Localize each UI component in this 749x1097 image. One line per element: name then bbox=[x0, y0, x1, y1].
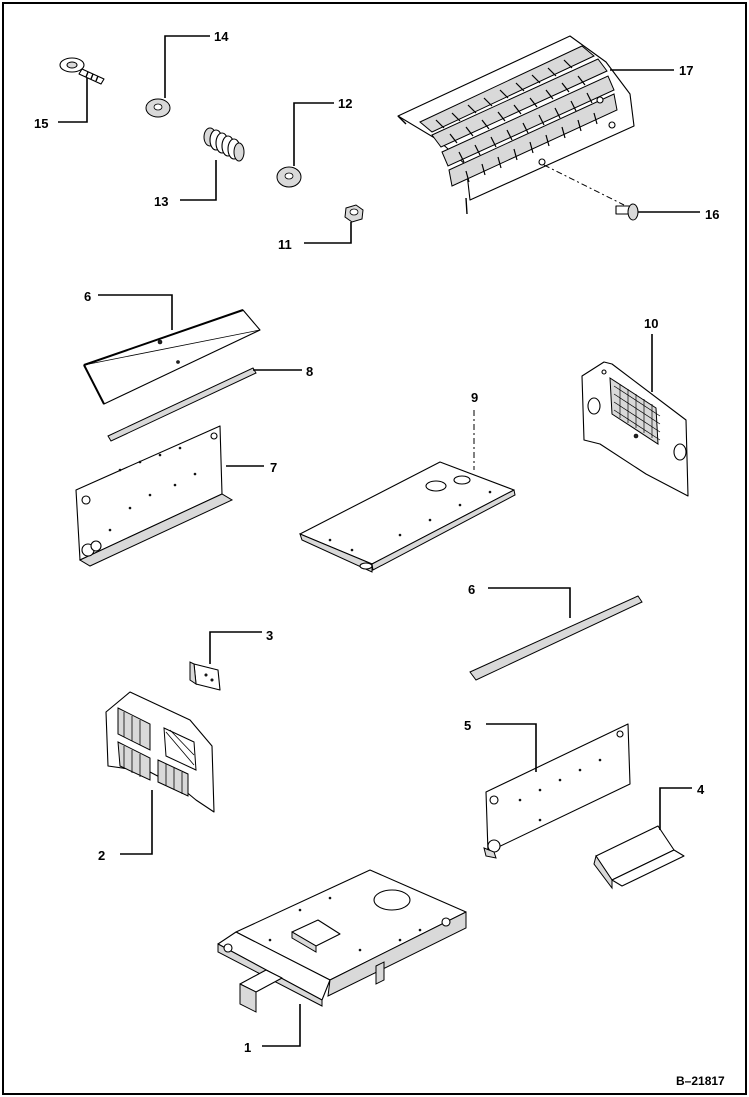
document-number: B–21817 bbox=[676, 1074, 725, 1088]
leader-14 bbox=[164, 35, 210, 98]
callout-2: 2 bbox=[98, 848, 105, 863]
part-15-eye-bolt bbox=[59, 57, 105, 85]
part-12-washer bbox=[276, 166, 302, 188]
callout-13: 13 bbox=[154, 194, 168, 209]
leader-1 bbox=[262, 1004, 301, 1047]
leader-4 bbox=[659, 787, 692, 830]
callout-4: 4 bbox=[697, 782, 705, 797]
leader-11 bbox=[304, 222, 352, 244]
callout-17: 17 bbox=[679, 63, 693, 78]
part-11-nut bbox=[344, 204, 364, 223]
part-4-cover bbox=[593, 825, 685, 890]
callout-11: 11 bbox=[278, 237, 292, 252]
part-5-panel bbox=[483, 723, 631, 859]
callout-14: 14 bbox=[214, 29, 229, 44]
callout-7: 7 bbox=[270, 460, 277, 475]
leader-15 bbox=[58, 78, 88, 123]
callout-9: 9 bbox=[471, 390, 478, 405]
part-10-side-panel bbox=[581, 361, 689, 497]
leader-2 bbox=[120, 790, 153, 855]
callout-6-top: 6 bbox=[84, 289, 91, 304]
leader-3 bbox=[209, 631, 262, 664]
leader-6-lower bbox=[488, 587, 571, 618]
callout-15: 15 bbox=[34, 116, 48, 131]
leader-12 bbox=[293, 102, 334, 166]
callout-16: 16 bbox=[705, 207, 719, 222]
part-17-grille bbox=[397, 35, 635, 215]
callout-8: 8 bbox=[306, 364, 313, 379]
part-1-main-frame bbox=[217, 869, 467, 1013]
part-6-lower-plate bbox=[469, 595, 643, 681]
part-6-top-plate bbox=[83, 309, 261, 405]
part-2-side-panel bbox=[105, 691, 215, 813]
part-16-bolt bbox=[615, 203, 639, 221]
part-7-panel bbox=[75, 425, 234, 567]
part-8-strip bbox=[107, 367, 257, 442]
leader-5 bbox=[486, 723, 537, 772]
callout-10: 10 bbox=[644, 316, 658, 331]
assembly-line-16 bbox=[543, 164, 625, 206]
part-14-washer bbox=[145, 98, 171, 118]
part-9-floor-plate bbox=[299, 461, 516, 573]
leader-6-top bbox=[98, 294, 173, 330]
callout-3: 3 bbox=[266, 628, 273, 643]
callout-12: 12 bbox=[338, 96, 352, 111]
part-13-spring bbox=[203, 127, 245, 162]
callout-1: 1 bbox=[244, 1040, 251, 1055]
leader-13 bbox=[180, 160, 217, 201]
callout-6-lower: 6 bbox=[468, 582, 475, 597]
callout-5: 5 bbox=[464, 718, 471, 733]
part-3-bracket bbox=[189, 661, 221, 691]
